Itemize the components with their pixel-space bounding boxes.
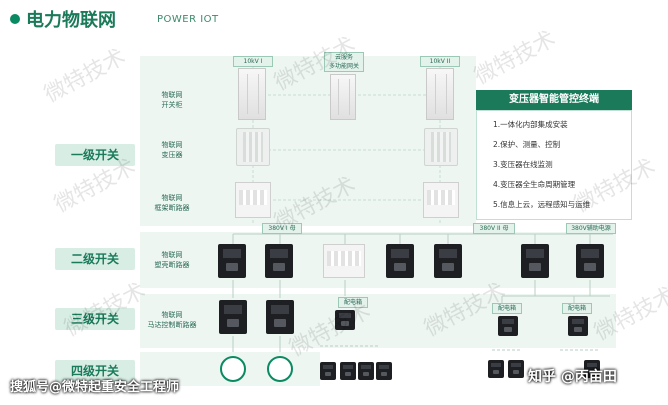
level-3-label: 三级开关	[55, 308, 135, 330]
tag-dist-box-2: 配电箱	[492, 303, 522, 314]
switchgear-cabinet-left	[238, 68, 266, 120]
page-title: 电力物联网	[26, 10, 116, 31]
side-label-transformer: 物联网变压器	[161, 141, 183, 159]
terminal-feature-3: 3.变压器在线监测	[493, 160, 553, 169]
dist-breaker-3	[568, 316, 588, 336]
footer-source: 搜狐号@微特起重安全工程师	[10, 380, 180, 395]
dist-breaker-1	[335, 310, 355, 330]
tag-dist-box-3: 配电箱	[562, 303, 592, 314]
title-dot	[10, 14, 20, 24]
terminal-breaker-7	[584, 360, 600, 378]
tag-dist-box-1: 配电箱	[338, 297, 368, 308]
motor-icon	[220, 356, 246, 382]
molded-breaker-2	[265, 244, 293, 278]
switchgear-cabinet-right	[426, 68, 454, 120]
tag-bus-380v-1: 380V I 母	[262, 223, 302, 234]
molded-breaker-3	[386, 244, 414, 278]
terminal-feature-2: 2.保护、测量、控制	[493, 140, 561, 149]
side-label-switchgear: 物联网开关柜	[161, 91, 183, 109]
terminal-box: 1.一体化内部集成安装 2.保护、测量、控制 3.变压器在线监测 4.变压器全生…	[476, 110, 632, 220]
terminal-breaker-2	[340, 362, 356, 380]
transformer-left	[236, 128, 270, 166]
side-label-molded-breaker: 物联网塑壳断路器	[154, 251, 190, 269]
terminal-box-title: 变压器智能管控终端	[476, 90, 632, 110]
tag-bus-380v-aux: 380V辅助电源	[566, 223, 616, 234]
molded-breaker-4	[434, 244, 462, 278]
terminal-feature-1: 1.一体化内部集成安装	[493, 120, 568, 129]
terminal-breaker-5	[488, 360, 504, 378]
side-label-motor-breaker: 物联网马达控制断路器	[147, 311, 197, 329]
dist-breaker-2	[498, 316, 518, 336]
tag-bus-380v-2: 380V II 母	[473, 223, 515, 234]
frame-breaker-right	[423, 182, 459, 218]
motor-breaker-1	[219, 300, 247, 334]
level-4-label: 四级开关	[55, 360, 135, 382]
tag-10kv-1: 10kV I	[233, 56, 273, 67]
molded-breaker-1	[218, 244, 246, 278]
tag-10kv-2: 10kV II	[420, 56, 460, 67]
terminal-feature-4: 4.变压器全生命周期管理	[493, 180, 576, 189]
terminal-breaker-3	[358, 362, 374, 380]
page-subtitle: POWER IOT	[157, 14, 219, 25]
terminal-breaker-6	[508, 360, 524, 378]
terminal-feature-5: 5.信息上云，远程感知与运维	[493, 200, 591, 209]
terminal-breaker-1	[320, 362, 336, 380]
charging-pile-icon	[267, 356, 293, 382]
level-1-label: 一级开关	[55, 144, 135, 166]
level-2-label: 二级开关	[55, 248, 135, 270]
tag-cloud-service: 云服务多功能网关	[324, 52, 364, 72]
terminal-breaker-4	[376, 362, 392, 380]
molded-breaker-5	[521, 244, 549, 278]
level1-panel	[140, 56, 476, 226]
switchgear-cabinet-cloud	[330, 74, 356, 120]
footer-author: 知乎 @丙亩田	[528, 369, 617, 385]
frame-breaker-left	[235, 182, 271, 218]
transformer-right	[424, 128, 458, 166]
motor-breaker-2	[266, 300, 294, 334]
molded-breaker-6	[576, 244, 604, 278]
surge-protector	[323, 244, 365, 278]
side-label-frame-breaker: 物联网框架断路器	[154, 194, 190, 212]
